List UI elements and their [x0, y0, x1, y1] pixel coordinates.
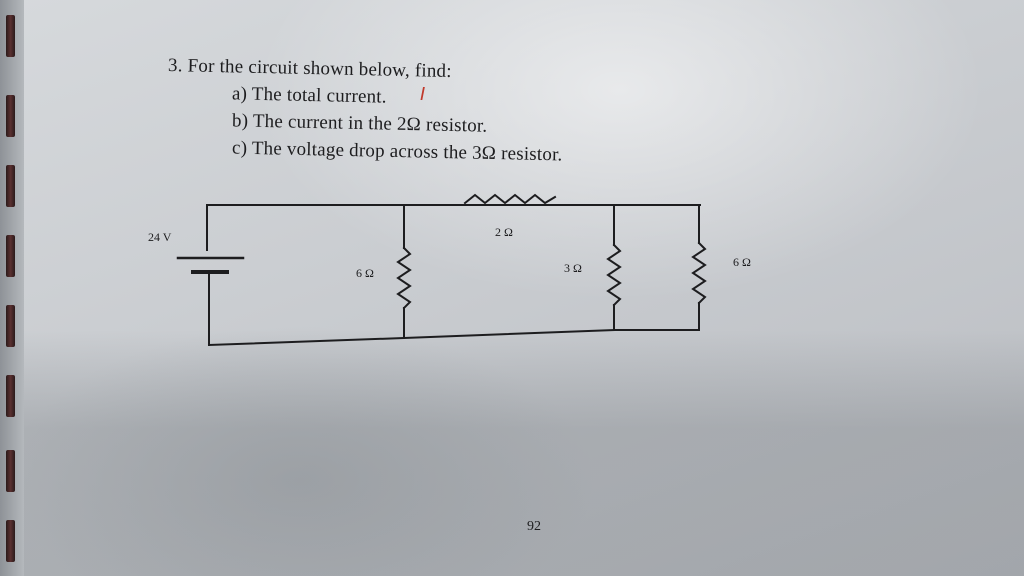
resistor-3-ohm	[606, 243, 622, 307]
resistor-left-6-ohm	[396, 246, 412, 310]
binding-ring	[6, 15, 15, 57]
binding-ring	[6, 375, 15, 417]
resistor-3-ohm-label: 3 Ω	[564, 261, 582, 275]
resistor-2-ohm	[463, 193, 557, 205]
binding-ring	[6, 95, 15, 137]
spiral-binding	[0, 0, 24, 576]
page-shadow	[0, 330, 1024, 576]
resistor-right-6-ohm-label: 6 Ω	[733, 255, 751, 269]
wire-bottom	[207, 329, 700, 347]
binding-ring	[6, 450, 15, 492]
source-voltage-label: 24 V	[148, 230, 172, 244]
binding-ring	[6, 235, 15, 277]
resistor-left-6-ohm-label: 6 Ω	[356, 266, 374, 280]
resistor-2-ohm-label: 2 Ω	[495, 225, 513, 239]
resistor-right-6-ohm	[691, 241, 707, 305]
page-number: 92	[527, 519, 541, 534]
binding-ring	[6, 520, 15, 562]
handwritten-annotation: I	[420, 84, 426, 105]
binding-ring	[6, 305, 15, 347]
binding-ring	[6, 165, 15, 207]
